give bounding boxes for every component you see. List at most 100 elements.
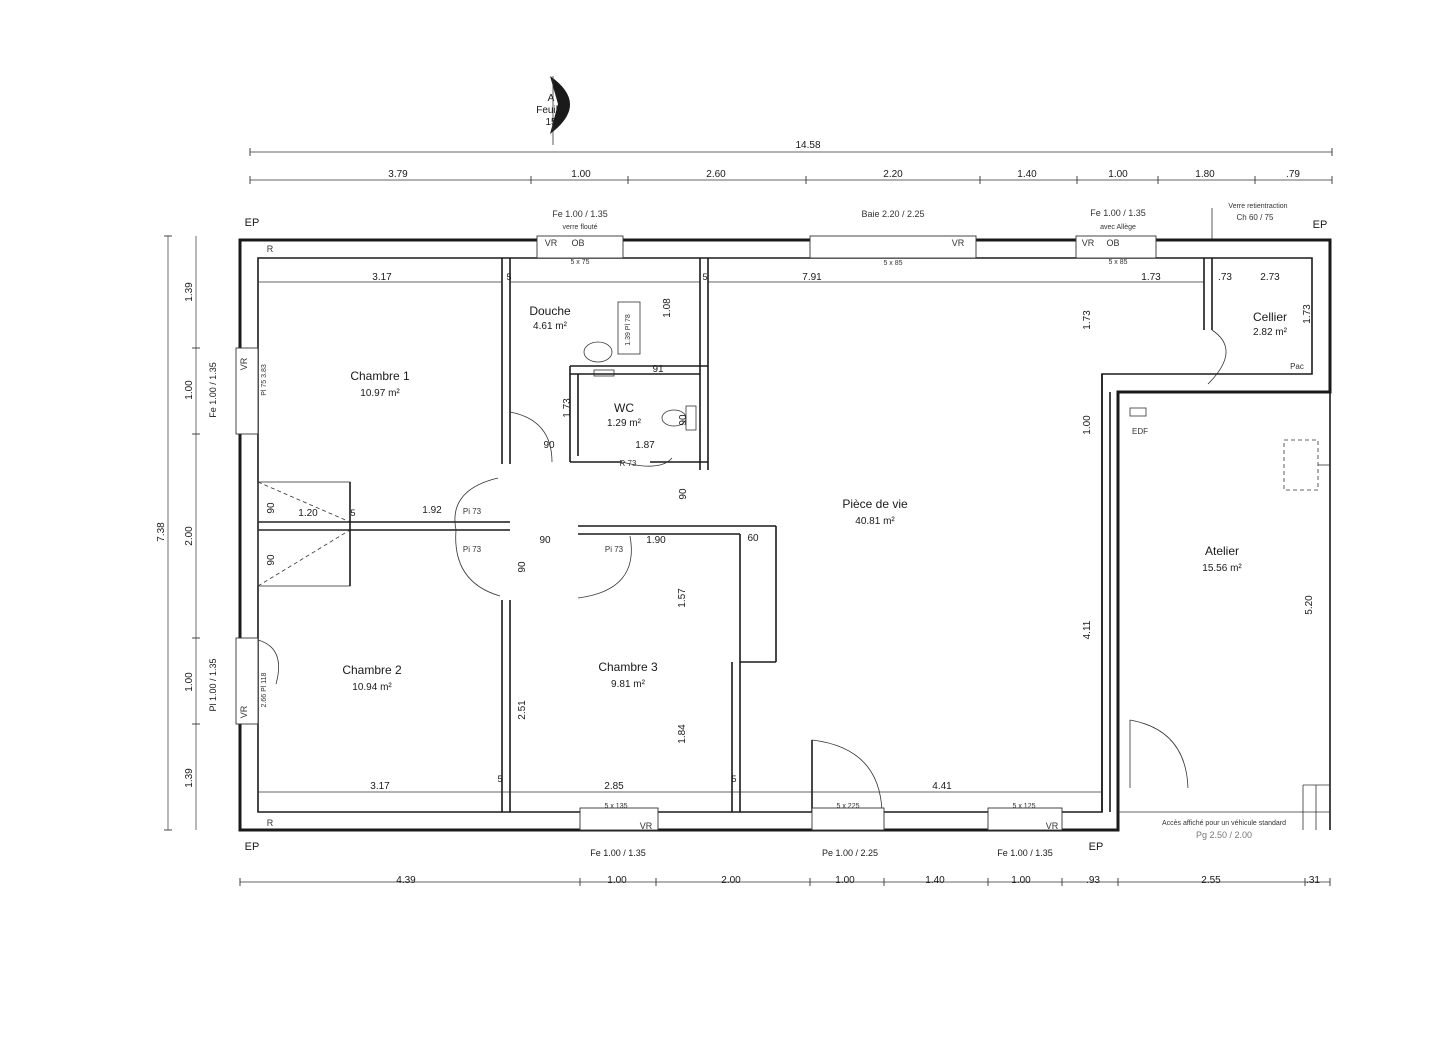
dim-251: 2.51 (517, 700, 528, 720)
section-letter: A (548, 93, 555, 104)
douche-vert-dim: 1.39 Pl 78 (625, 314, 632, 346)
dim-left-4: 1.00 (184, 672, 195, 692)
bottom-fe2-vr: VR (1046, 821, 1059, 831)
dim-bottom-4: 1.00 (835, 875, 855, 886)
bottom-opening-labels: Fe 1.00 / 1.35 Pe 1.00 / 2.25 Fe 1.00 / … (590, 820, 1286, 858)
douche-washbasin-icon (583, 341, 613, 363)
interior-walls (258, 258, 1330, 813)
dim-left-5: 1.39 (184, 768, 195, 788)
interior-dimensions: 3.17 5 5 7.91 1.73 .73 2.73 1.73 1.73 1.… (258, 272, 1315, 793)
dim-5-e: 5 (731, 774, 736, 784)
bottom-pe-label: Pe 1.00 / 2.25 (822, 848, 878, 858)
atelier-edf: EDF (1132, 427, 1148, 436)
ep-top-right: EP (1313, 219, 1328, 231)
wall-codes: R R Pac EDF Pi 73 Pi 73 Pi 73 R 73 1.39 … (267, 244, 1304, 828)
code-r-top-left: R (267, 244, 274, 254)
dim-120: 1.20 (298, 508, 318, 519)
dim-60: 60 (747, 533, 759, 544)
dim-left-2: 1.00 (184, 380, 195, 400)
ep-top-left: EP (245, 217, 260, 229)
dim-bottom-6: 1.00 (1011, 875, 1031, 886)
room-chambre2-name: Chambre 2 (342, 663, 402, 677)
dim-top-2: 1.00 (571, 169, 591, 180)
dim-top-4: 2.20 (883, 169, 903, 180)
dim-90-e: 90 (266, 554, 277, 566)
left-fe-size: Pl 75 3.83 (261, 364, 268, 396)
top-baie-vr: VR (952, 238, 965, 248)
left-pl-label: Pl 1.00 / 1.35 (208, 658, 218, 711)
dim-520: 5.20 (1304, 595, 1315, 615)
room-labels: Chambre 1 10.97 m² Douche 4.61 m² WC 1.2… (342, 304, 1287, 693)
room-atelier-name: Atelier (1205, 544, 1239, 558)
dim-top-7: 1.80 (1195, 169, 1215, 180)
ep-bottom-left: EP (245, 841, 260, 853)
dim-90-d: 90 (266, 502, 277, 514)
top-fe2-label: Fe 1.00 / 1.35 (1090, 208, 1146, 218)
room-chambre3-area: 9.81 m² (611, 679, 646, 690)
room-wc-area: 1.29 m² (607, 418, 642, 429)
room-atelier-area: 15.56 m² (1202, 563, 1242, 574)
room-chambre2-area: 10.94 m² (352, 682, 392, 693)
top-fe2-note: avec Allège (1100, 224, 1136, 231)
outer-walls (238, 238, 1332, 832)
dim-ch1-width: 3.17 (372, 272, 392, 283)
dim-top-3: 2.60 (706, 169, 726, 180)
bottom-fe1-vr: VR (640, 821, 653, 831)
dim-top-6: 1.00 (1108, 169, 1128, 180)
code-pi-2: Pi 73 (463, 545, 482, 554)
top-fe1-label: Fe 1.00 / 1.35 (552, 209, 608, 219)
bottom-pe-size: 5 x 225 (837, 803, 860, 810)
bottom-fe2-size: 5 x 125 (1013, 803, 1036, 810)
code-r73: R 73 (620, 459, 637, 468)
dimension-bottom-chain: 4.39 1.00 2.00 1.00 1.40 1.00 .93 2.55 .… (239, 875, 1331, 886)
dim-5-b: 5 (702, 272, 707, 282)
top-baie-label: Baie 2.20 / 2.25 (861, 209, 924, 219)
dim-left-3: 2.00 (184, 526, 195, 546)
sanitary-fixtures (583, 341, 697, 431)
dim-90-a: 90 (543, 440, 555, 451)
top-fe1-vr: VR (545, 238, 558, 248)
dim-bottom-8: 2.55 (1201, 875, 1221, 886)
dim-top-1: 3.79 (388, 169, 408, 180)
left-fe-label: Fe 1.00 / 1.35 (208, 362, 218, 418)
dim-bottom-7: .93 (1086, 875, 1100, 886)
room-wc-name: WC (614, 401, 634, 415)
dim-90-g: 90 (517, 561, 528, 573)
bottom-fe2-label: Fe 1.00 / 1.35 (997, 848, 1053, 858)
garage-door-size: Pg 2.50 / 2.00 (1196, 830, 1252, 840)
dimension-left-chain: 1.39 1.00 2.00 1.00 1.39 Fe 1.00 / 1.35 … (184, 236, 218, 830)
dim-190: 1.90 (646, 535, 666, 546)
top-baie-size: 5 x 85 (883, 260, 902, 267)
dim-bottom-1: 4.39 (396, 875, 416, 886)
top-fe2-size: 5 x 85 (1108, 259, 1127, 266)
dim-5-c: 5 (350, 508, 355, 518)
left-pl-size: 2.66 Pl 118 (261, 672, 268, 707)
top-fe1-note: verre flouté (562, 224, 597, 231)
code-r-bottom-left: R (267, 818, 274, 828)
dim-bottom-2: 1.00 (607, 875, 627, 886)
dim-90-f: 90 (539, 535, 551, 546)
garage-access-note: Accès affiché pour un véhicule standard (1162, 820, 1286, 827)
section-sheet-number: 15 (545, 117, 557, 128)
dim-ch2-width: 3.17 (370, 781, 390, 792)
dim-91: 91 (652, 364, 664, 375)
dimension-top-chain: 3.79 1.00 2.60 2.20 1.40 1.00 1.80 .79 (249, 169, 1333, 184)
dimension-top-total: 14.58 (249, 140, 1333, 156)
dim-bottom-3: 2.00 (721, 875, 741, 886)
dim-173-a: 1.73 (1141, 272, 1161, 283)
room-douche-name: Douche (529, 304, 571, 318)
cellier-pac: Pac (1290, 362, 1304, 371)
dim-187: 1.87 (635, 440, 655, 451)
dim-5-a: 5 (506, 272, 511, 282)
dim-173-b: 1.73 (1082, 310, 1093, 330)
top-fe2-ob: OB (1106, 238, 1119, 248)
dim-top-5: 1.40 (1017, 169, 1037, 180)
doors (454, 411, 1189, 789)
dim-top-8: .79 (1286, 169, 1300, 180)
dim-pdv-bottom: 4.41 (932, 781, 952, 792)
bottom-fe1-label: Fe 1.00 / 1.35 (590, 848, 646, 858)
dim-bottom-9: .31 (1306, 875, 1320, 886)
top-verre-size: Ch 60 / 75 (1237, 213, 1274, 222)
top-fe1-ob: OB (571, 238, 584, 248)
